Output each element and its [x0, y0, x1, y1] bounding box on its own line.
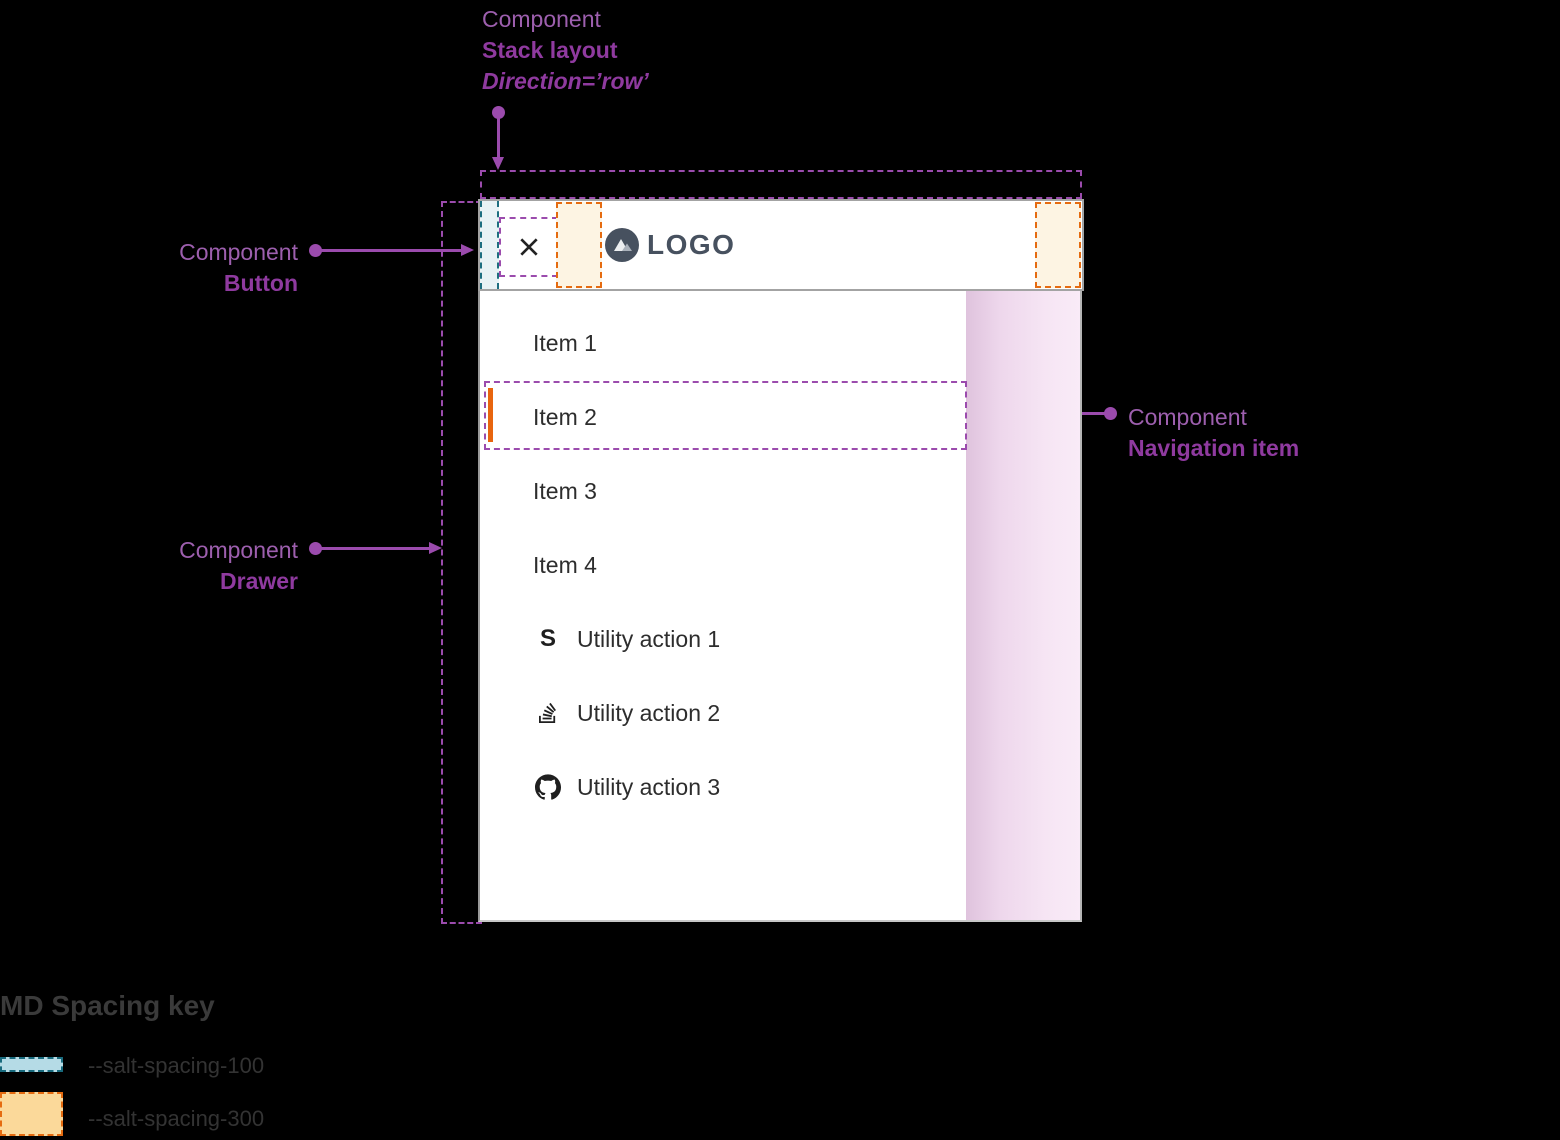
annotation-name: Button — [223, 270, 298, 296]
spacing-300-swatch — [0, 1092, 63, 1136]
annotation-drawer: Component Drawer — [118, 535, 298, 597]
callout-line — [318, 547, 430, 550]
callout-arrowhead — [429, 542, 442, 554]
annotation-kind: Component — [179, 537, 298, 563]
callout-line — [497, 113, 500, 158]
spacing-100-swatch — [0, 1057, 63, 1072]
annotation-name: Navigation item — [1128, 435, 1300, 461]
salt-symbol-icon: S — [539, 625, 556, 652]
utility-action-2[interactable]: Utility action 2 — [480, 676, 966, 750]
utility-action-label: Utility action 3 — [577, 773, 721, 800]
annotation-kind: Component — [179, 239, 298, 265]
callout-line — [318, 249, 461, 252]
drawer-panel: Item 1 Item 2 Item 3 Item 4 S Utility ac… — [478, 291, 967, 922]
utility-action-1[interactable]: S Utility action 1 — [480, 602, 966, 676]
annotation-navigation-item: Component Navigation item — [1128, 402, 1299, 464]
annotation-detail: Direction=’row’ — [482, 68, 649, 94]
callout-arrowhead — [492, 157, 504, 170]
nav-item-label: Item 1 — [533, 329, 597, 356]
utility-action-label: Utility action 1 — [577, 625, 721, 652]
nav-item-2-active[interactable]: Item 2 — [480, 380, 966, 454]
annotation-stack-layout: Component Stack layout Direction=’row’ — [482, 4, 649, 97]
nav-item-3[interactable]: Item 3 — [480, 454, 966, 528]
callout-arrowhead — [461, 244, 474, 256]
annotation-name: Drawer — [220, 568, 298, 594]
page-content-area — [966, 291, 1082, 922]
github-icon — [535, 774, 561, 800]
logo: LOGO — [604, 201, 735, 289]
logo-text: LOGO — [647, 229, 736, 260]
spacing-key-title: MD Spacing key — [0, 990, 215, 1021]
stack-layout-bounds — [480, 170, 1082, 199]
stack-overflow-icon — [535, 701, 561, 725]
spacing-300-strip — [556, 202, 602, 288]
app-header: LOGO — [478, 199, 1084, 291]
annotation-name: Stack layout — [482, 37, 618, 63]
nav-item-label: Item 2 — [533, 403, 597, 430]
callout-dot — [492, 106, 505, 119]
nav-item-label: Item 3 — [533, 477, 597, 504]
nav-item-1[interactable]: Item 1 — [480, 306, 966, 380]
utility-action-label: Utility action 2 — [577, 699, 721, 726]
spacing-100-strip — [480, 201, 499, 289]
spacing-100-label: --salt-spacing-100 — [88, 1053, 265, 1078]
close-button[interactable] — [499, 217, 558, 277]
nav-item-4[interactable]: Item 4 — [480, 528, 966, 602]
annotation-kind: Component — [1128, 404, 1247, 430]
annotation-kind: Component — [482, 6, 601, 32]
callout-dot — [309, 542, 322, 555]
annotation-button: Component Button — [118, 237, 298, 299]
drawer-bounds — [441, 201, 482, 924]
active-item-indicator — [488, 388, 493, 442]
spacing-300-strip — [1035, 202, 1081, 288]
spacing-300-label: --salt-spacing-300 — [88, 1106, 265, 1131]
callout-dot — [1104, 407, 1117, 420]
nav-item-label: Item 4 — [533, 551, 597, 578]
close-icon — [519, 238, 538, 256]
callout-dot — [309, 244, 322, 257]
logo-mountain-icon — [605, 228, 639, 262]
utility-action-3[interactable]: Utility action 3 — [480, 750, 966, 824]
